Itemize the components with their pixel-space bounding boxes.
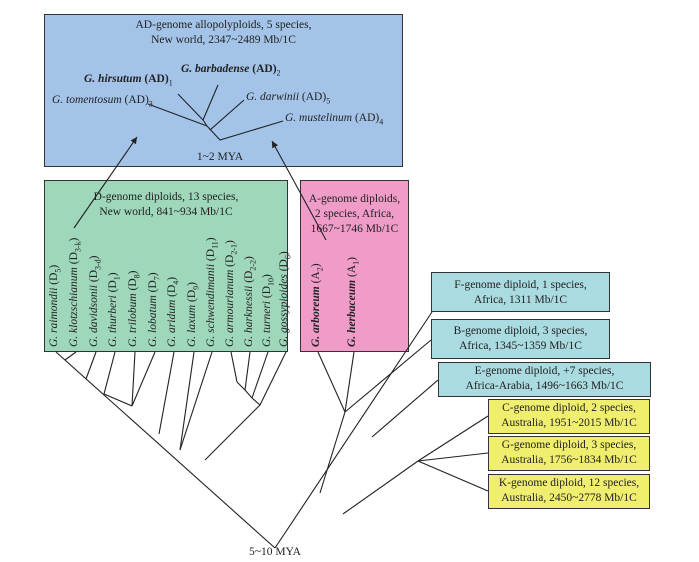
c-genome-box: [488, 399, 650, 434]
ad-mya-label: 1~2 MYA: [196, 151, 244, 163]
b-genome-line1: B-genome diploid, 3 species,: [453, 325, 588, 337]
e-genome-box: [438, 362, 651, 397]
c-genome-line2: Australia, 1951~2015 Mb/1C: [501, 417, 637, 429]
k-genome-line1: K-genome diploid, 12 species,: [498, 477, 640, 489]
a-title-line1: A-genome diploids,: [308, 193, 401, 205]
species-g-mustelinum: G. mustelinum (AD)4: [285, 112, 384, 127]
species-g-darwinii: G. darwinii (AD)5: [246, 91, 331, 106]
a-title-line3: 1667~1746 Mb/1C: [310, 223, 399, 235]
tree-main-right: [274, 311, 433, 549]
species-g-hirsutum: G. hirsutum (AD)1: [84, 73, 173, 88]
g-genome-line1: G-genome diploid, 3 species,: [501, 439, 637, 451]
e-genome-line1: E-genome diploid, +7 species,: [474, 365, 615, 377]
tree-main-left: [55, 351, 276, 549]
d-genome-box: [44, 180, 288, 352]
f-genome-line1: F-genome diploid, 1 species,: [454, 279, 587, 291]
g-genome-box: [488, 436, 650, 471]
g-genome-line2: Australia, 1756~1834 Mb/1C: [501, 454, 637, 466]
ad-genome-box: [44, 14, 403, 167]
ad-branch-barbadense: [202, 84, 219, 121]
e-genome-line2: Africa-Arabia, 1496~1663 Mb/1C: [465, 380, 624, 392]
f-genome-box: [431, 272, 610, 312]
d-title-line1: D-genome diploids, 13 species,: [93, 191, 239, 203]
ad-branch-hirsutum: [177, 93, 204, 121]
k-genome-box: [488, 474, 650, 509]
f-genome-line2: Africa, 1311 Mb/1C: [473, 294, 568, 306]
k-genome-line2: Australia, 2450~2778 Mb/1C: [501, 492, 637, 504]
arrow-a-to-ad: [271, 140, 327, 241]
species-g-tomentosum: G. tomentosum (AD)3: [52, 94, 153, 109]
ad-branch-root: [206, 120, 284, 141]
ad-branch-darwinii: [209, 99, 245, 131]
a-genome-box: [300, 180, 409, 352]
d-title-line2: New world, 841~934 Mb/1C: [99, 206, 233, 218]
c-genome-line1: C-genome diploid, 2 species,: [502, 402, 636, 414]
ad-title-line1: AD-genome allopolyploids, 5 species,: [135, 19, 312, 31]
ad-title-line2: New world, 2347~2489 Mb/1C: [151, 34, 296, 46]
species-g-barbadense: G. barbadense (AD)2: [181, 63, 281, 78]
ad-branch-tomentosum: [147, 103, 208, 127]
a-title-line2: 2 species, Africa,: [314, 208, 395, 220]
arrow-d-to-ad: [73, 136, 138, 229]
b-genome-box: [431, 319, 610, 359]
b-genome-line2: Africa, 1345~1359 Mb/1C: [459, 340, 582, 352]
root-age-label: 5~10 MYA: [249, 546, 301, 558]
